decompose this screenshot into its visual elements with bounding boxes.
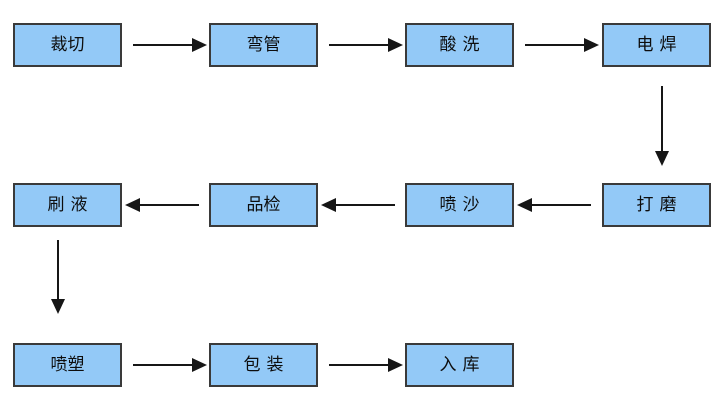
process-node-label: 裁切 [50,34,85,55]
process-node-label: 酸洗 [439,34,486,55]
connector-arrow-right-2 [320,34,404,56]
connector-arrow-down-right [649,67,675,167]
process-node-label: 电焊 [636,34,683,55]
process-node-label: 品检 [246,194,281,215]
connector-arrow-left-2 [320,194,404,216]
process-node-pensha[interactable]: 喷沙 [405,183,514,227]
connector-arrow-left-3 [124,194,208,216]
connector-arrow-right-1 [124,34,208,56]
process-node-label: 入库 [439,354,486,375]
connector-arrow-down-left [45,227,71,327]
process-node-shuaye[interactable]: 刷液 [13,183,122,227]
connector-arrow-right-4 [124,354,208,376]
process-node-label: 打磨 [636,194,683,215]
process-node-wanguan[interactable]: 弯管 [209,23,318,67]
process-node-label: 弯管 [246,34,281,55]
process-node-baozhuang[interactable]: 包装 [209,343,318,387]
process-node-pinjian[interactable]: 品检 [209,183,318,227]
process-node-suanxi[interactable]: 酸洗 [405,23,514,67]
process-node-ruku[interactable]: 入库 [405,343,514,387]
process-node-label: 刷液 [47,194,94,215]
process-node-label: 包装 [243,354,290,375]
process-node-damo[interactable]: 打磨 [602,183,711,227]
process-node-pensu[interactable]: 喷塑 [13,343,122,387]
connector-arrow-right-3 [516,34,600,56]
connector-arrow-right-5 [320,354,404,376]
process-node-caiqie[interactable]: 裁切 [13,23,122,67]
process-node-label: 喷塑 [50,354,85,375]
connector-arrow-left-1 [516,194,600,216]
process-node-label: 喷沙 [439,194,486,215]
process-node-dianhan[interactable]: 电焊 [602,23,711,67]
